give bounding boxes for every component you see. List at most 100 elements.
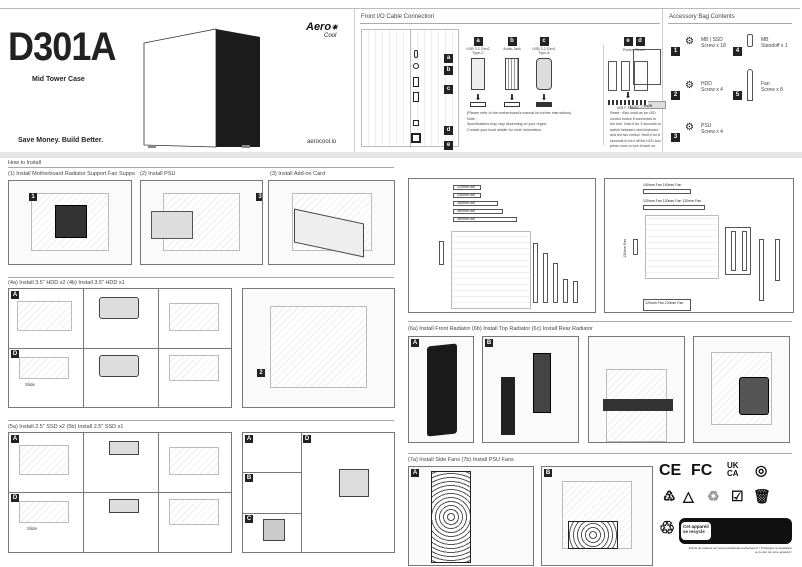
step-tag: 4 <box>733 47 742 56</box>
illustration-part: Screw x 18 <box>701 43 726 49</box>
illustration-part <box>148 145 156 148</box>
step-7a-panel: A <box>408 466 534 566</box>
illustration-part: ⚙ <box>685 80 694 91</box>
recycle-icon: ♻ <box>707 488 720 504</box>
radiator-bar <box>563 279 568 303</box>
slide-label: Slide <box>25 382 36 387</box>
model-title: D301A <box>8 25 116 69</box>
illustration-part <box>739 377 769 415</box>
radiator-bar <box>759 239 764 301</box>
illustration-part <box>747 69 753 101</box>
port-tag-a: a <box>444 46 453 64</box>
case-illustration <box>142 19 264 149</box>
illustration-part: Standoff x 1 <box>761 43 788 49</box>
step-tag: a <box>473 37 483 46</box>
illustration-part <box>536 58 552 90</box>
illustration-part <box>151 211 193 239</box>
step-tag: a <box>444 54 453 63</box>
weee-bin-icon: 🗑 <box>753 488 771 504</box>
illustration-part <box>533 353 551 413</box>
step-6-title: (6a) Install Front Radiator (6b) Install… <box>408 326 593 332</box>
illustration-part <box>505 58 519 90</box>
illustration-part <box>19 501 69 523</box>
triman-icon: ♲ <box>659 518 676 538</box>
step-tag: 1 <box>29 193 37 201</box>
illustration-part: 140mm Fan <box>662 183 682 187</box>
step-tag: A <box>411 339 419 347</box>
model-subtitle: Mid Tower Case <box>32 76 85 83</box>
illustration-part <box>410 30 411 148</box>
rear-rad <box>439 241 444 265</box>
illustration-part: MB | SSD <box>701 37 723 43</box>
illustration-part <box>621 61 630 91</box>
step-1-panel: 1 <box>8 180 132 265</box>
step-3-title: (3) Install Add-on Card <box>270 171 326 177</box>
recycle-text: Cet appareil se recycle <box>681 522 711 540</box>
step-tag: B <box>485 339 493 347</box>
illustration-part <box>413 63 419 69</box>
radiator-bar: 280mm rad <box>453 201 498 206</box>
illustration-part <box>19 445 69 475</box>
illustration-part <box>169 447 219 475</box>
fan-row-120: 120mm Fan 120mm Fan 120mm Fan <box>643 199 701 203</box>
illustration-part <box>598 61 658 91</box>
step-tag: c <box>539 37 549 46</box>
illustration-part: ⚙ <box>685 36 694 47</box>
radiator-bar <box>543 253 548 303</box>
illustration-part: ⬇ <box>508 93 516 102</box>
port-tag-c: c <box>444 77 453 95</box>
illustration-part <box>109 499 139 513</box>
illustration-part <box>413 92 419 102</box>
step-tag: c <box>444 85 453 94</box>
radiator-bar: 240mm rad <box>453 193 481 198</box>
step-tag: d <box>635 37 645 46</box>
step-6c-top-panel <box>588 336 685 443</box>
illustration-part: Screw x 4 <box>701 87 723 93</box>
recycle-footer: Points de collecte sur www.quefairedemes… <box>688 546 792 554</box>
rohs-icon: ☑ <box>731 488 744 504</box>
slogan: Save Money. Build Better. <box>18 137 104 144</box>
illustration-part <box>243 513 301 514</box>
slide-label: Slide <box>27 526 38 531</box>
illustration-part: PSU <box>701 123 712 129</box>
illustration-part <box>411 133 421 143</box>
cover-section: D301A Mid Tower Case Save Money. Build B… <box>0 9 355 153</box>
illustration-part <box>243 472 301 473</box>
illustration-part: USB 3.2 Gen2 Type-C <box>466 47 490 55</box>
illustration-part <box>471 58 485 90</box>
radiator-bar <box>731 231 736 271</box>
step-tag: 3 <box>256 193 262 201</box>
step-6a-panel: A <box>408 336 474 443</box>
illustration-part <box>169 355 219 381</box>
illustration-part <box>301 433 302 552</box>
front-panel-drawing <box>361 29 459 148</box>
illustration-part <box>169 303 219 331</box>
illustration-part <box>504 102 520 107</box>
ukca-mark: UK CA <box>727 461 739 478</box>
illustration-part <box>158 433 159 552</box>
front-io-note-right: Reset : Also used as an LED control butt… <box>610 111 661 148</box>
io-divider <box>603 45 604 145</box>
illustration-part <box>83 433 84 552</box>
website: aerocool.io <box>307 139 337 145</box>
step-1-title: (1) Install Motherboard Radiator Support… <box>8 171 135 177</box>
bottom-fans: 120mm Fan 120mm Fan <box>643 299 691 311</box>
radiator-bar <box>633 239 638 255</box>
step-tag: 1 <box>671 47 680 56</box>
illustration-part <box>99 297 139 319</box>
illustration-part <box>19 357 69 379</box>
illustration-part: ✷ <box>331 23 338 32</box>
fan-row-140: 140mm Fan 140mm Fan <box>643 183 681 187</box>
ce-mark: CE <box>659 462 682 479</box>
